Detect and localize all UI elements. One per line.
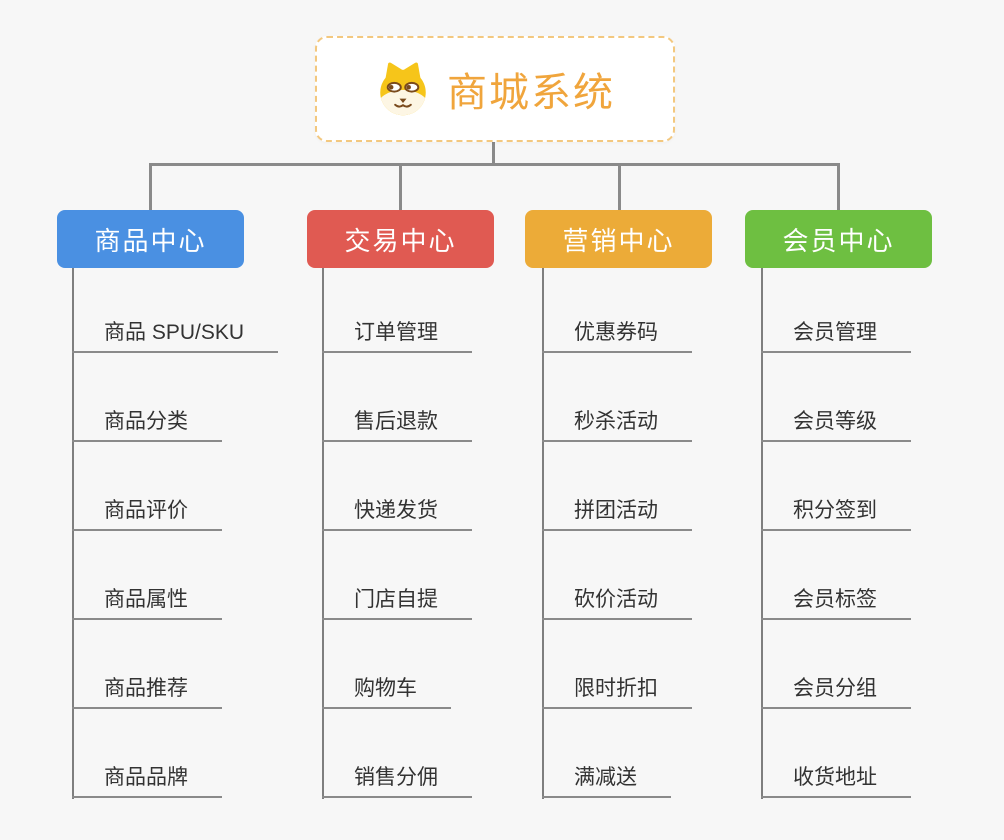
leaf-node[interactable]: 商品分类 — [72, 404, 222, 442]
leaf-node[interactable]: 砍价活动 — [542, 582, 692, 620]
column-line-product — [72, 267, 74, 799]
branch-node-marketing[interactable]: 营销中心 — [525, 210, 712, 268]
leaf-node[interactable]: 商品推荐 — [72, 671, 222, 709]
leaf-node[interactable]: 购物车 — [322, 671, 451, 709]
leaf-node[interactable]: 快递发货 — [322, 493, 472, 531]
branch-node-trade[interactable]: 交易中心 — [307, 210, 494, 268]
column-line-trade — [322, 267, 324, 799]
leaf-node[interactable]: 商品 SPU/SKU — [72, 315, 279, 353]
drop-connector-product — [149, 163, 152, 210]
leaf-node[interactable]: 限时折扣 — [542, 671, 692, 709]
root-title: 商城系统 — [447, 71, 615, 115]
leaf-node[interactable]: 满减送 — [542, 760, 671, 798]
column-line-marketing — [542, 267, 544, 799]
branch-node-product[interactable]: 商品中心 — [57, 210, 244, 268]
column-line-member — [761, 267, 763, 799]
dog-icon — [380, 62, 426, 116]
leaf-node[interactable]: 商品属性 — [72, 582, 222, 620]
leaf-node[interactable]: 销售分佣 — [322, 760, 472, 798]
drop-connector-member — [837, 163, 840, 210]
leaf-node[interactable]: 会员管理 — [761, 315, 911, 353]
drop-connector-marketing — [618, 163, 621, 210]
root-node[interactable]: 商城系统 — [315, 36, 675, 142]
leaf-node[interactable]: 拼团活动 — [542, 493, 692, 531]
leaf-node[interactable]: 订单管理 — [322, 315, 472, 353]
branch-node-member[interactable]: 会员中心 — [745, 210, 932, 268]
drop-connector-trade — [399, 163, 402, 210]
root-stem-connector — [492, 140, 495, 165]
leaf-node[interactable]: 商品评价 — [72, 493, 222, 531]
leaf-node[interactable]: 售后退款 — [322, 404, 472, 442]
leaf-node[interactable]: 收货地址 — [761, 760, 911, 798]
leaf-node[interactable]: 门店自提 — [322, 582, 472, 620]
leaf-node[interactable]: 会员标签 — [761, 582, 911, 620]
leaf-node[interactable]: 会员分组 — [761, 671, 911, 709]
leaf-node[interactable]: 商品品牌 — [72, 760, 222, 798]
horizontal-connector — [149, 163, 840, 166]
leaf-node[interactable]: 优惠券码 — [542, 315, 692, 353]
leaf-node[interactable]: 积分签到 — [761, 493, 911, 531]
leaf-node[interactable]: 秒杀活动 — [542, 404, 692, 442]
leaf-node[interactable]: 会员等级 — [761, 404, 911, 442]
